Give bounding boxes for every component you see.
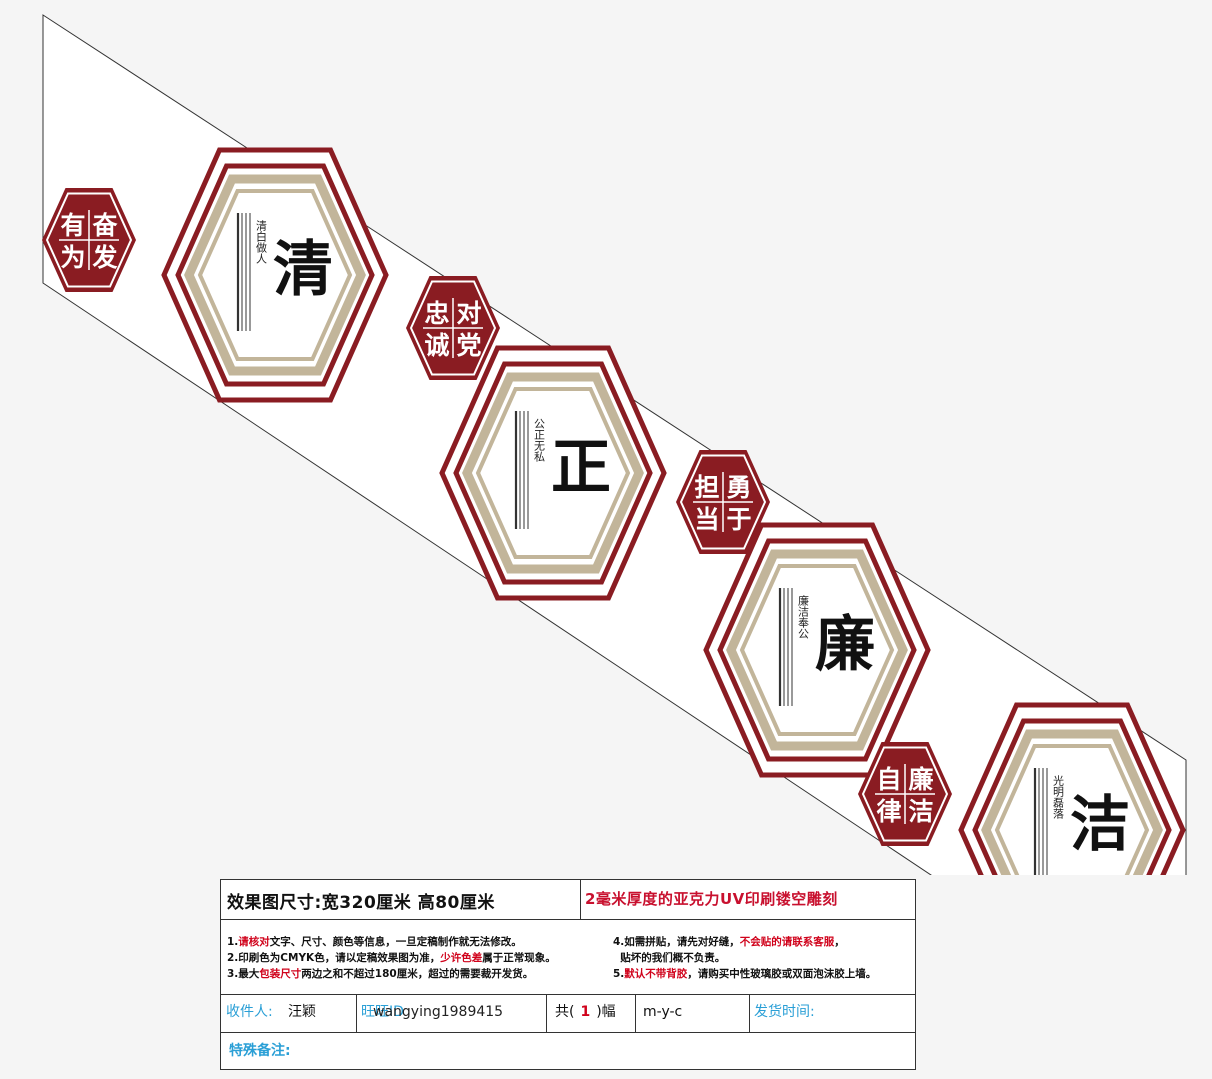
note-2: 2.印刷色为CMYK色，请以定稿效果图为准，少许色差属于正常现象。	[227, 952, 556, 964]
hexagon-panel: 公正无私正	[439, 345, 667, 601]
remark-label: 特殊备注:	[229, 1043, 291, 1059]
badge-character: 忠	[424, 299, 449, 328]
hexagon-motto: 公正无私	[533, 418, 546, 462]
recipient-name: 汪颖	[288, 1004, 316, 1020]
size-title: 效果图尺寸:宽320厘米 高80厘米	[227, 893, 495, 913]
slogan-badge: 自廉律洁	[858, 742, 952, 846]
slogan-badge: 有奋为发	[42, 188, 136, 292]
order-code: m-y-c	[643, 1004, 683, 1020]
note-4b: 贴坏的我们概不负责。	[613, 952, 726, 964]
badge-character: 当	[694, 505, 719, 534]
hexagon-character: 正	[551, 433, 611, 503]
hexagon-motto: 廉洁奉公	[797, 594, 810, 639]
hexagon-character: 廉	[815, 610, 875, 680]
badge-character: 对	[456, 299, 481, 328]
badge-character: 自	[876, 765, 901, 794]
hexagon-character: 洁	[1070, 790, 1130, 860]
wangwang-id: wangying1989415	[373, 1004, 504, 1020]
badge-character: 为	[60, 243, 85, 272]
hexagon-character: 清	[273, 235, 333, 305]
order-info-row: 收件人: 汪颖 旺旺ID wangying1989415 共(1)幅 m-y-c…	[221, 994, 915, 1033]
badge-character: 洁	[908, 797, 933, 826]
spec-header-row: 效果图尺寸:宽320厘米 高80厘米 2毫米厚度的亚克力UV印刷镂空雕刻	[221, 880, 915, 920]
hexagon-panel: 廉洁奉公廉	[703, 522, 931, 778]
badge-character: 廉	[908, 765, 933, 794]
badge-character: 有	[60, 211, 85, 240]
badge-character: 诚	[424, 331, 449, 360]
count: 共(1)幅	[555, 1004, 616, 1020]
hexagon-panel: 光明磊落洁	[958, 702, 1186, 875]
recipient-label: 收件人:	[226, 1004, 273, 1020]
badge-character: 党	[456, 331, 481, 360]
note-3: 3.最大包装尺寸两边之和不超过180厘米，超过的需要裁开发货。	[227, 968, 534, 980]
slogan-badge: 忠对诚党	[406, 276, 500, 380]
hexagon-motto: 光明磊落	[1052, 774, 1065, 820]
hexagon-panel: 清白做人清	[161, 147, 389, 403]
wangwang-label: 旺旺ID	[361, 1004, 404, 1020]
hexagon-motto: 清白做人	[255, 220, 268, 264]
ship-time-label: 发货时间:	[754, 1004, 815, 1020]
material-note: 2毫米厚度的亚克力UV印刷镂空雕刻	[585, 890, 838, 908]
badge-character: 发	[91, 243, 117, 272]
badge-character: 律	[876, 797, 901, 826]
badge-character: 担	[694, 473, 719, 502]
note-5: 5.默认不带背胶，请购买中性玻璃胶或双面泡沫胶上墙。	[613, 968, 877, 980]
spec-table: 效果图尺寸:宽320厘米 高80厘米 2毫米厚度的亚克力UV印刷镂空雕刻 1.请…	[220, 879, 916, 1070]
stair-wall-artwork: 清白做人清公正无私正廉洁奉公廉光明磊落洁 有奋为发忠对诚党担勇当于自廉律洁	[42, 14, 1187, 875]
badge-character: 奋	[91, 211, 118, 240]
slogan-badge: 担勇当于	[676, 450, 770, 554]
badge-character: 勇	[726, 473, 751, 502]
note-4: 4.如需拼贴，请先对好缝，不会贴的请联系客服，	[613, 936, 845, 948]
badge-character: 于	[726, 505, 751, 534]
note-1: 1.请核对文字、尺寸、颜色等信息，一旦定稿制作就无法修改。	[227, 936, 522, 948]
